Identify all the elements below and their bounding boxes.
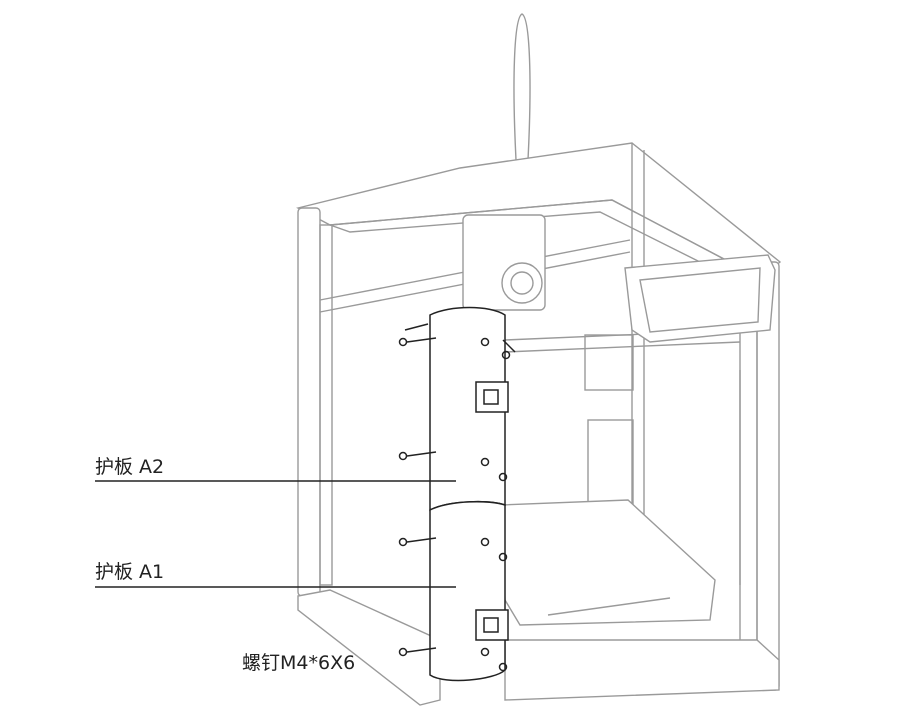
- side-panels: [429, 306, 509, 682]
- panel-a1-shape: [429, 500, 506, 682]
- label-panel-a1: 护板 A1: [95, 561, 165, 583]
- hinge-top: [475, 381, 509, 413]
- label-panel-a2: 护板 A2: [95, 456, 165, 478]
- screws: [398, 323, 516, 672]
- leader-lines: [95, 480, 456, 588]
- printer-frame: [296, 13, 782, 706]
- hinge-bottom: [475, 609, 509, 641]
- label-screw: 螺钉M4*6X6: [242, 652, 356, 674]
